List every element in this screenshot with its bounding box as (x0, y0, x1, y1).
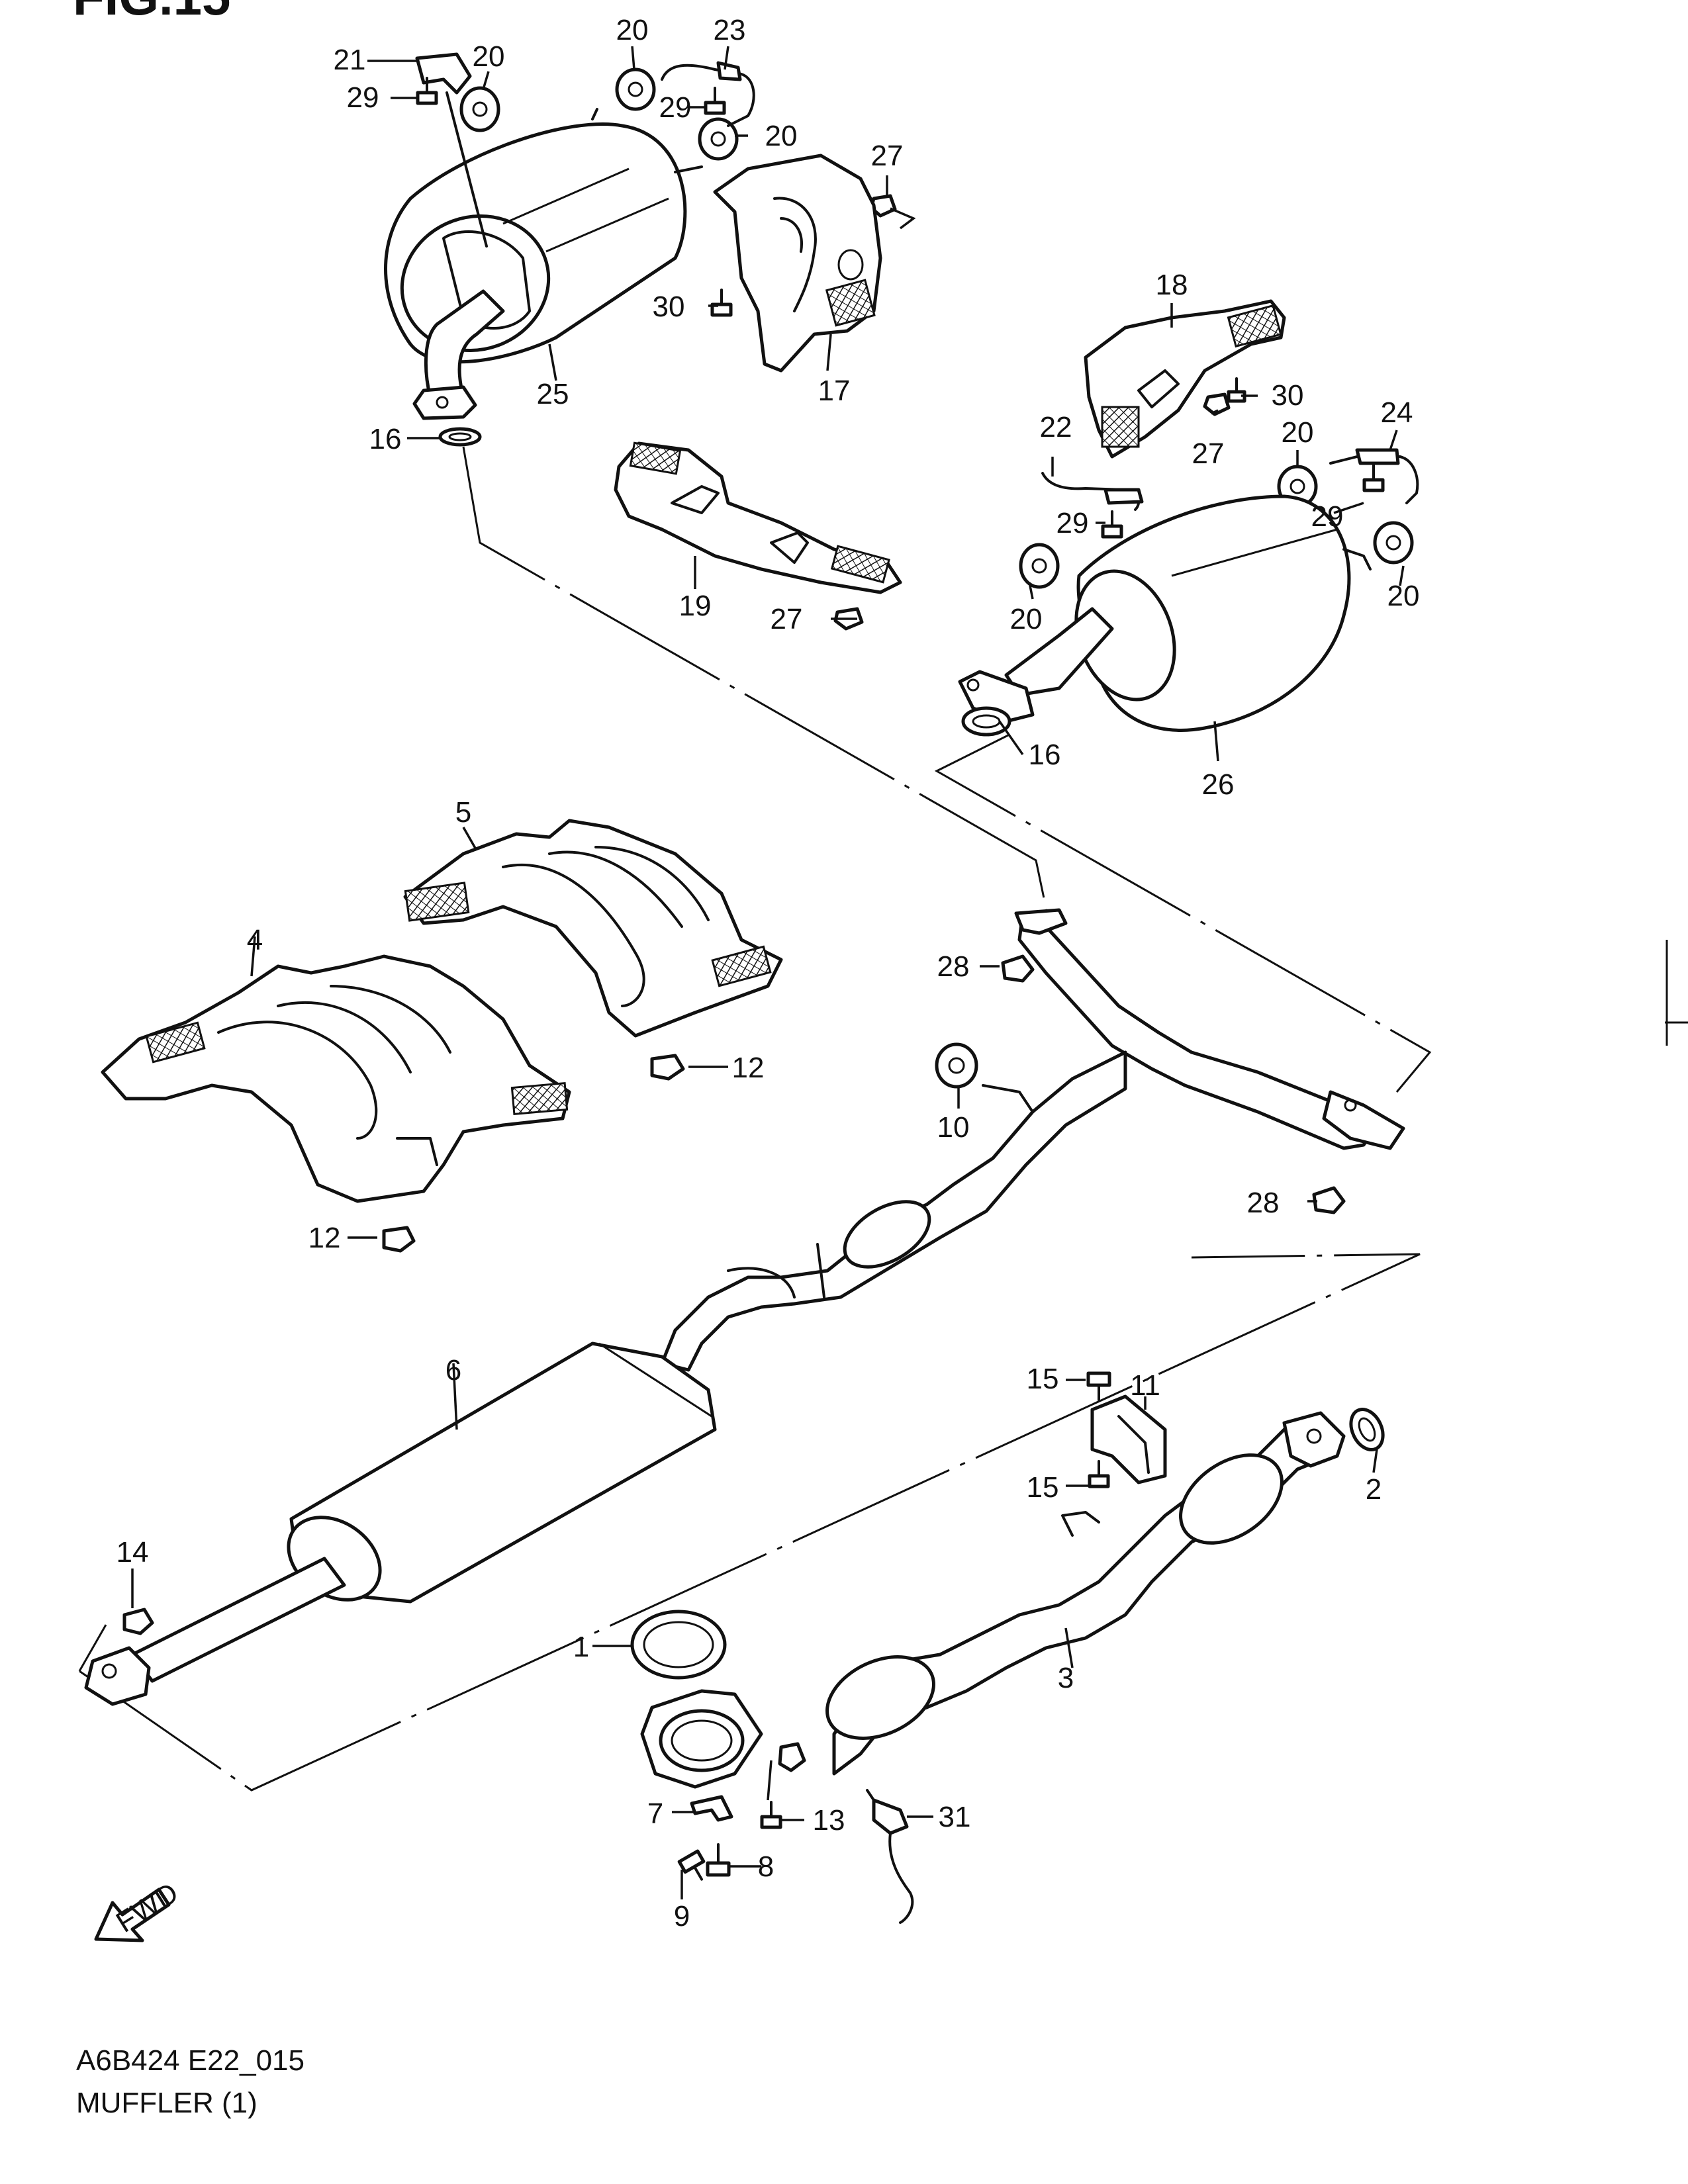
callout-20-f: 20 (1010, 603, 1043, 635)
callout-28-b: 28 (1247, 1187, 1280, 1219)
callout-6: 6 (445, 1354, 461, 1387)
callout-30-a: 30 (653, 291, 685, 323)
callout-27-b: 27 (771, 603, 803, 635)
callout-5: 5 (455, 796, 471, 829)
callout-19: 19 (679, 590, 712, 622)
diagram-caption: MUFFLER (1) (76, 2087, 258, 2119)
callout-20-d: 20 (1282, 416, 1314, 449)
callout-leader-lines (131, 46, 1405, 1899)
part-17-heat-shield (713, 154, 882, 373)
callout-26: 26 (1202, 768, 1235, 801)
part-22-hanger-rod (1041, 472, 1144, 511)
callout-25: 25 (537, 378, 569, 410)
part-3-front-pipe (825, 1411, 1346, 1776)
part-16-gasket-lower (961, 706, 1011, 737)
callout-16-a: 16 (369, 423, 402, 455)
part-2-gasket (1349, 1408, 1385, 1451)
callout-29-c: 29 (1056, 507, 1089, 539)
callout-10: 10 (937, 1111, 970, 1144)
part-14-nut (122, 1608, 154, 1635)
callout-11: 11 (1130, 1369, 1160, 1402)
callout-14: 14 (117, 1536, 149, 1569)
part-25-rear-muffler-left (384, 108, 703, 420)
callout-3: 3 (1058, 1662, 1074, 1694)
part-12-nuts (382, 1054, 685, 1253)
callout-7: 7 (647, 1797, 663, 1830)
callout-20-b: 20 (616, 14, 649, 46)
part-16-gasket-upper (438, 427, 482, 447)
callout-15-b: 15 (1027, 1471, 1059, 1504)
callout-24: 24 (1381, 396, 1413, 429)
part-26-rear-muffler-right (958, 494, 1372, 732)
fwd-label: FWD (111, 1876, 184, 1939)
diagram-code: A6B424 E22_015 (76, 2044, 305, 2077)
callout-29-a: 29 (347, 81, 379, 114)
assembly-guide-lines (78, 446, 1432, 1792)
callout-labels: 21 29 20 20 23 29 20 27 30 17 25 16 19 2… (117, 14, 1420, 1933)
callout-29-b: 29 (659, 91, 692, 124)
callout-1: 1 (573, 1631, 589, 1663)
callout-28-a: 28 (937, 950, 970, 983)
callout-13: 13 (813, 1804, 845, 1837)
callout-4: 4 (247, 924, 263, 956)
callout-12-a: 12 (732, 1052, 765, 1084)
callout-12-b: 12 (308, 1222, 341, 1254)
callout-8: 8 (758, 1850, 774, 1883)
part-28-nuts (1001, 954, 1346, 1214)
part-11-bracket (1090, 1394, 1167, 1484)
part-23-hanger-rod (661, 61, 755, 127)
part-18-heat-shield (1084, 299, 1286, 459)
part-31-oxygen-sensor (866, 1789, 914, 1924)
callout-20-c: 20 (765, 120, 798, 152)
callout-15-a: 15 (1027, 1363, 1059, 1395)
callout-20-a: 20 (473, 40, 505, 73)
callout-20-e: 20 (1387, 580, 1420, 612)
callout-16-b: 16 (1029, 739, 1061, 771)
callout-23: 23 (714, 14, 746, 46)
figure-title: FIG.15 (73, 0, 230, 26)
part-10-center-pipe (660, 908, 1405, 1372)
callout-21: 21 (334, 44, 366, 76)
callout-9: 9 (674, 1900, 690, 1933)
part-19-heat-shield (614, 441, 902, 594)
callout-27-a: 27 (871, 140, 904, 172)
part-4-heat-shield (101, 954, 571, 1203)
part-21-hanger-bracket (415, 52, 488, 248)
part-15-bolts (1086, 1371, 1111, 1488)
part-5-heat-shield (403, 819, 783, 1038)
callout-22: 22 (1040, 411, 1072, 443)
part-24-hanger-rod (1329, 448, 1419, 504)
bolts-and-nuts (416, 77, 1385, 631)
callout-18: 18 (1156, 269, 1188, 301)
callout-2: 2 (1366, 1473, 1382, 1506)
part-1-gasket (630, 1610, 727, 1680)
callout-17: 17 (818, 375, 851, 407)
fwd-arrow-icon: FWD (94, 1876, 184, 1942)
callout-31: 31 (939, 1801, 971, 1833)
part-7-8-9-fasteners (677, 1795, 782, 1881)
part-6-main-muffler (84, 1342, 717, 1706)
callout-30-b: 30 (1272, 379, 1304, 412)
callout-29-d: 29 (1311, 500, 1344, 533)
callout-27-c: 27 (1192, 437, 1225, 470)
part-13-flange (640, 1689, 806, 1789)
